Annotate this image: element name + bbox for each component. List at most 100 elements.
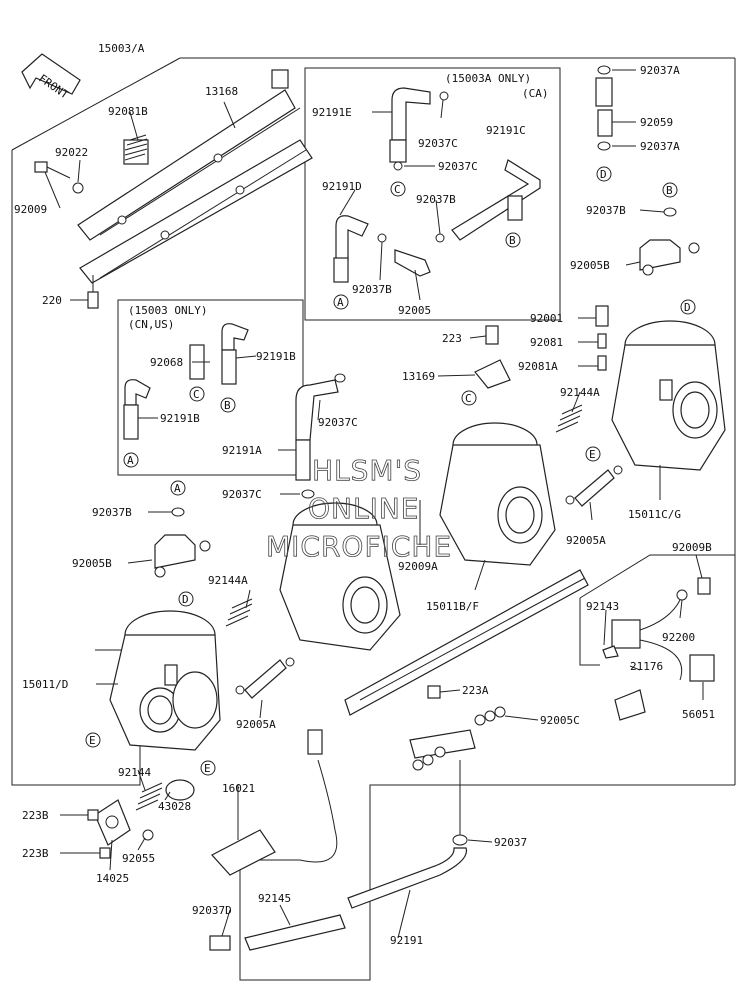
label-15011cg: 15011C/G <box>628 508 681 521</box>
label-92143: 92143 <box>586 600 619 613</box>
ref-b-3: B <box>224 399 231 412</box>
screw-223 <box>474 325 511 389</box>
label-92191a: 92191A <box>222 444 262 457</box>
label-92005c: 92005C <box>540 714 580 727</box>
label-92191: 92191 <box>390 934 423 947</box>
label-92081a: 92081A <box>518 360 558 373</box>
ref-b-2: B <box>666 184 673 197</box>
label-223: 223 <box>442 332 462 345</box>
tube-92005a-left <box>235 657 295 699</box>
label-21176: 21176 <box>630 660 663 673</box>
watermark-line-3: MICROFICHE <box>266 530 452 563</box>
label-92059: 92059 <box>640 116 673 129</box>
watermark-line-1: HLSM'S <box>312 454 422 487</box>
ref-a-1: A <box>337 296 344 309</box>
label-92081b: 92081B <box>108 105 148 118</box>
label-92144a-b: 92144A <box>208 574 248 587</box>
ref-c-3: C <box>465 392 472 405</box>
label-13169: 13169 <box>402 370 435 383</box>
spring-92081b <box>123 134 149 165</box>
label-92037c-b: 92037C <box>438 160 478 173</box>
label-56051: 56051 <box>682 708 715 721</box>
label-92144: 92144 <box>118 766 151 779</box>
label-15011bf: 15011B/F <box>426 600 479 613</box>
bottom-hoses <box>209 834 468 951</box>
label-92037b-a: 92037B <box>416 193 456 206</box>
label-92191b-b: 92191B <box>160 412 200 425</box>
label-92055: 92055 <box>122 852 155 865</box>
ca-hoses <box>333 87 541 283</box>
ref-e-1: E <box>589 448 596 461</box>
label-92144a-a: 92144A <box>560 386 600 399</box>
reference-markers: C B A D B C B A D C E A D E E <box>85 166 696 776</box>
label-92009a: 92009A <box>398 560 438 573</box>
hose-92191a <box>295 373 346 499</box>
label-92200: 92200 <box>662 631 695 644</box>
note-15003a-only: (15003A ONLY) <box>445 72 531 85</box>
label-92191c: 92191C <box>486 124 526 137</box>
front-arrow: FRONT <box>21 53 81 102</box>
tube-92005a-right <box>565 465 623 507</box>
label-92009b: 92009B <box>672 541 712 554</box>
note-cn-us: (CN,US) <box>128 318 174 331</box>
label-16021: 16021 <box>222 782 255 795</box>
choke-cable <box>211 729 338 876</box>
bracket-frame <box>579 554 735 599</box>
ref-d-2: D <box>684 301 691 314</box>
label-92037a-b: 92037A <box>640 140 680 153</box>
label-92037c-a: 92037C <box>418 137 458 150</box>
label-92191b-a: 92191B <box>256 350 296 363</box>
label-92191e: 92191E <box>312 106 352 119</box>
ref-b-1: B <box>509 234 516 247</box>
label-92037c-d: 92037C <box>222 488 262 501</box>
ca-hose-box <box>304 67 561 321</box>
label-220: 220 <box>42 294 62 307</box>
label-92145: 92145 <box>258 892 291 905</box>
fitting-92005b-left <box>154 507 211 578</box>
label-92037b-b: 92037B <box>352 283 392 296</box>
fuel-rail <box>344 569 589 845</box>
watermark: HLSM'S ONLINE MICROFICHE <box>266 454 452 564</box>
right-top-hoses <box>595 65 700 276</box>
spring-92144 <box>135 782 163 811</box>
ref-c-1: C <box>394 183 401 196</box>
label-92037a-a: 92037A <box>640 64 680 77</box>
label-92005b-a: 92005B <box>570 259 610 272</box>
ref-e-3: E <box>204 762 211 775</box>
sensor-21176 <box>602 577 715 721</box>
label-13168: 13168 <box>205 85 238 98</box>
label-92191d: 92191D <box>322 180 362 193</box>
label-223a: 223A <box>462 684 489 697</box>
label-14025: 14025 <box>96 872 129 885</box>
note-15003-only: (15003 ONLY) <box>128 304 207 317</box>
leader-lines <box>44 69 704 939</box>
label-15003a: 15003/A <box>98 42 145 55</box>
label-92022: 92022 <box>55 146 88 159</box>
ref-a-2: A <box>127 454 134 467</box>
spring-92144a-right <box>555 404 583 433</box>
bracket-frame-2 <box>579 598 600 666</box>
carburetor-15011-d <box>109 610 221 751</box>
label-223b-a: 223B <box>22 809 49 822</box>
label-92005: 92005 <box>398 304 431 317</box>
label-92037c-c: 92037C <box>318 416 358 429</box>
carburetor-15011-c <box>439 422 556 566</box>
label-92037b-d: 92037B <box>92 506 132 519</box>
ref-d-3: D <box>182 593 189 606</box>
ref-c-2: C <box>193 388 200 401</box>
spring-92144a-left <box>225 598 253 627</box>
screw-223a <box>427 685 441 699</box>
label-92005b-b: 92005B <box>72 557 112 570</box>
ref-d-1: D <box>600 168 607 181</box>
watermark-line-2: ONLINE <box>308 492 419 525</box>
screw-92009 <box>34 161 84 194</box>
label-43028: 43028 <box>158 800 191 813</box>
label-92009: 92009 <box>14 203 47 216</box>
label-92005a-b: 92005A <box>236 718 276 731</box>
part-labels: 15003/A 13168 92081B 92022 92009 220 (15… <box>14 42 715 947</box>
label-223b-b: 223B <box>22 847 49 860</box>
label-92068: 92068 <box>150 356 183 369</box>
label-92001: 92001 <box>530 312 563 325</box>
